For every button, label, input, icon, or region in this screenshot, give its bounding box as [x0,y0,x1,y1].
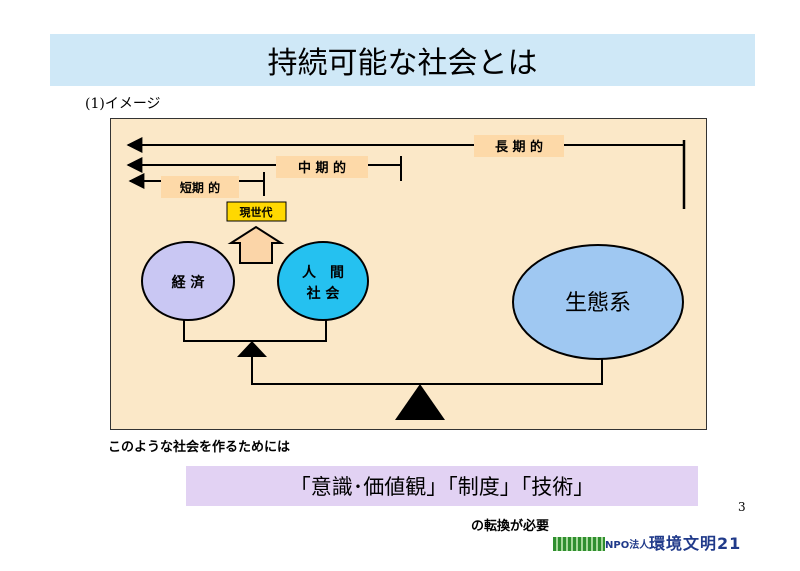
ecosystem-label: 生態系 [565,291,631,316]
long-term-label: 長 期 的 [495,139,543,155]
page-number: 3 [738,500,746,514]
human-society-circle [277,241,369,321]
short-term-horizon: 短期 的 [128,172,265,198]
present-generation-box [226,201,287,222]
large-fulcrum [395,384,445,420]
short-term-label-bg [161,176,239,198]
ecosystem-circle [512,244,684,360]
logo-stripes [553,537,605,551]
mid-term-label: 中 期 的 [298,160,346,176]
subtitle: (1)イメージ [85,96,161,112]
small-fulcrum [237,341,267,357]
caption: このような社会を作るためには [108,440,291,455]
keywords-box: 「意識･価値観」「制度」「技術」 [186,466,698,506]
human-society-label-1: 人 間 [302,264,344,281]
mid-term-label-bg [276,156,368,178]
long-term-label-bg [474,135,564,157]
page-title: 持続可能な社会とは [267,46,538,81]
conclusion: の転換が必要 [471,519,550,534]
organization-logo: NPO法人 環境文明21 [553,529,753,553]
economy-circle [141,241,235,321]
economy-label: 経 済 [172,274,206,291]
mid-term-horizon: 中 期 的 [126,156,402,181]
title-bar: 持続可能な社会とは [50,34,755,86]
short-term-label: 短期 的 [180,180,220,195]
present-generation-label: 現世代 [240,205,273,219]
long-term-horizon: 長 期 的 [126,135,686,209]
logo-npo: NPO法人 [605,540,650,551]
logo-name: 環境文明21 [649,534,742,553]
human-society-label-2: 社 会 [306,285,341,302]
keywords-text: 「意識･価値観」「制度」「技術」 [289,475,595,499]
up-arrow [227,225,285,264]
